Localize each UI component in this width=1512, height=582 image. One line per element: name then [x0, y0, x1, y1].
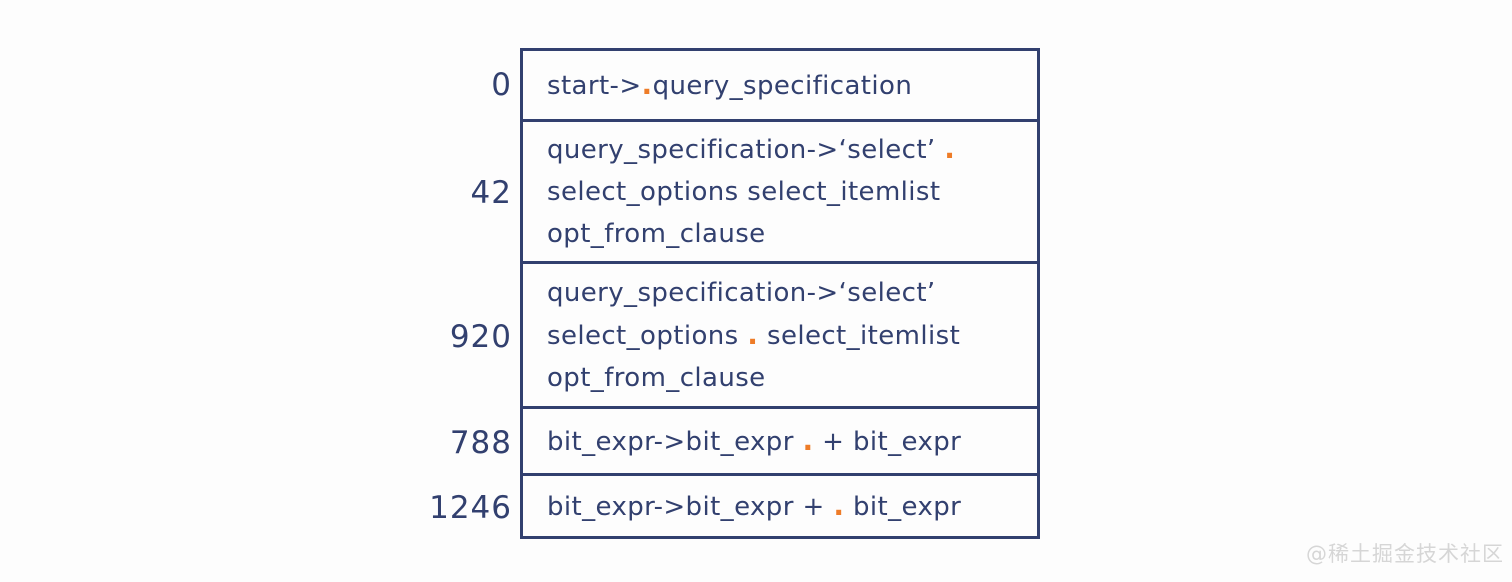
rule-line: bit_expr->bit_expr . + bit_expr — [547, 420, 1027, 463]
item-box: bit_expr->bit_expr . + bit_expr — [520, 409, 1040, 476]
parser-dot: . — [944, 132, 956, 165]
state-number: 1246 — [429, 489, 512, 526]
rule-line: query_specification->‘select’ . — [547, 128, 1027, 171]
rule-text: opt_from_clause — [547, 219, 766, 249]
rule-line: opt_from_clause — [547, 357, 1027, 399]
rule-line: select_options select_itemlist — [547, 171, 1027, 213]
rule-line: start->.query_specification — [547, 64, 1027, 107]
state-number: 788 — [449, 424, 512, 461]
rule-text: select_options select_itemlist — [547, 177, 941, 207]
rule-line: select_options . select_itemlist — [547, 314, 1027, 357]
rule-text: select_options — [547, 320, 748, 351]
state-number: 0 — [491, 67, 512, 103]
state-row: 788 bit_expr->bit_expr . + bit_expr — [428, 409, 1040, 476]
parser-dot: . — [833, 488, 845, 522]
parser-dot: . — [802, 423, 814, 457]
state-row: 0 start->.query_specification — [428, 48, 1040, 122]
rule-line: query_specification->‘select’ — [547, 272, 1027, 314]
rule-text: query_specification->‘select’ — [547, 135, 945, 165]
rule-text: query_specification — [652, 70, 913, 101]
state-number: 920 — [449, 318, 512, 355]
watermark: @稀土掘金技术社区 — [1306, 542, 1504, 566]
parser-dot: . — [747, 317, 759, 351]
rule-text: opt_from_clause — [547, 362, 766, 393]
item-box: query_specification->‘select’ select_opti… — [520, 264, 1040, 409]
rule-text: select_itemlist — [758, 320, 961, 351]
rule-text: query_specification->‘select’ — [547, 277, 936, 308]
item-box: bit_expr->bit_expr + . bit_expr — [520, 476, 1040, 539]
rule-text: + bit_expr — [813, 426, 962, 457]
rule-line: opt_from_clause — [547, 213, 1027, 255]
state-number: 42 — [470, 175, 512, 211]
rule-text: bit_expr->bit_expr + — [547, 491, 834, 522]
rule-line: bit_expr->bit_expr + . bit_expr — [547, 485, 1027, 528]
rule-text: start-> — [547, 70, 642, 101]
rule-text: bit_expr — [844, 491, 962, 522]
state-row: 920 query_specification->‘select’ select_o… — [428, 264, 1040, 409]
item-box: start->.query_specification — [520, 48, 1040, 122]
rule-text: bit_expr->bit_expr — [547, 426, 803, 457]
parser-dot: . — [641, 67, 653, 101]
state-row: 1246 bit_expr->bit_expr + . bit_expr — [428, 476, 1040, 539]
item-box: query_specification->‘select’ .select_op… — [520, 122, 1040, 264]
